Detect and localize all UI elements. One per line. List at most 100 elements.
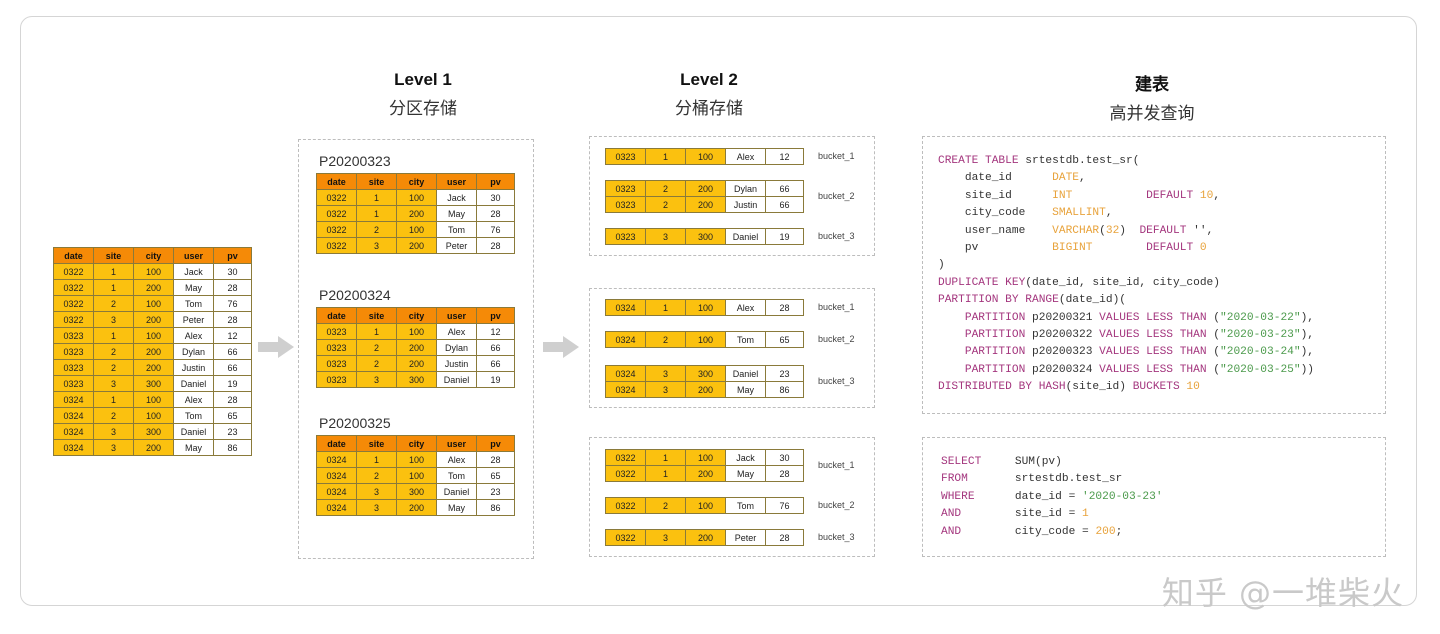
cell-pv: 28 bbox=[213, 391, 252, 408]
column-header-city: city bbox=[396, 307, 437, 324]
sql-text: p20200324 bbox=[1025, 363, 1100, 376]
cell-city: 200 bbox=[685, 180, 726, 197]
sql-keyword: VALUES LESS THAN bbox=[1099, 311, 1207, 324]
cell-city: 200 bbox=[685, 381, 726, 398]
cell-pv: 76 bbox=[213, 295, 252, 312]
level2-subtitle: 分桶存储 bbox=[675, 99, 743, 119]
cell-pv: 23 bbox=[476, 483, 515, 500]
right-arrow-icon bbox=[258, 336, 294, 358]
partition-label: P20200324 bbox=[319, 287, 391, 303]
cell-date: 0323 bbox=[316, 371, 357, 388]
cell-site: 2 bbox=[93, 359, 134, 376]
cell-site: 1 bbox=[93, 279, 134, 296]
cell-pv: 66 bbox=[476, 339, 515, 356]
cell-city: 200 bbox=[685, 465, 726, 482]
create-table-subtitle: 高并发查询 bbox=[1109, 104, 1195, 124]
cell-date: 0324 bbox=[605, 381, 646, 398]
cell-user: Tom bbox=[725, 497, 766, 514]
cell-pv: 19 bbox=[476, 371, 515, 388]
cell-date: 0324 bbox=[316, 451, 357, 468]
cell-city: 200 bbox=[685, 196, 726, 213]
column-header-site: site bbox=[93, 247, 134, 264]
sql-keyword: VALUES LESS THAN bbox=[1099, 346, 1207, 359]
cell-pv: 30 bbox=[213, 263, 252, 280]
sql-keyword: AND bbox=[941, 508, 962, 521]
code-line: date_id DATE, bbox=[938, 170, 1314, 187]
cell-date: 0324 bbox=[53, 423, 94, 440]
column-header-city: city bbox=[396, 173, 437, 190]
cell-user: Justin bbox=[725, 196, 766, 213]
code-line: PARTITION p20200321 VALUES LESS THAN ("2… bbox=[938, 310, 1314, 327]
bucket-label: bucket_1 bbox=[818, 150, 855, 161]
cell-pv: 66 bbox=[213, 343, 252, 360]
code-line: PARTITION p20200323 VALUES LESS THAN ("2… bbox=[938, 344, 1314, 361]
cell-city: 100 bbox=[396, 451, 437, 468]
cell-user: Peter bbox=[173, 311, 214, 328]
cell-pv: 86 bbox=[213, 439, 252, 456]
cell-date: 0322 bbox=[316, 205, 357, 222]
sql-keyword: PARTITION bbox=[964, 346, 1026, 359]
cell-city: 300 bbox=[133, 423, 174, 440]
cell-site: 3 bbox=[93, 423, 134, 440]
code-line: user_name VARCHAR(32) DEFAULT '', bbox=[938, 223, 1314, 240]
level1-subtitle: 分区存储 bbox=[389, 99, 457, 119]
level1-title: Level 1 bbox=[394, 70, 452, 89]
cell-city: 100 bbox=[685, 148, 726, 165]
sql-text: city_code bbox=[938, 207, 1053, 220]
cell-user: Tom bbox=[173, 295, 214, 312]
cell-date: 0322 bbox=[53, 311, 94, 328]
cell-pv: 86 bbox=[476, 499, 515, 516]
create-table-title: 建表 bbox=[1135, 75, 1169, 94]
cell-city: 100 bbox=[685, 331, 726, 348]
sql-text: , bbox=[1213, 189, 1221, 202]
cell-site: 1 bbox=[645, 449, 686, 466]
code-line: FROM srtestdb.test_sr bbox=[941, 471, 1163, 488]
cell-pv: 66 bbox=[476, 355, 515, 372]
cell-user: Jack bbox=[173, 263, 214, 280]
cell-site: 3 bbox=[356, 371, 397, 388]
cell-site: 2 bbox=[645, 497, 686, 514]
sql-keyword: BUCKETS bbox=[1132, 381, 1180, 394]
cell-city: 300 bbox=[396, 371, 437, 388]
cell-date: 0323 bbox=[53, 359, 94, 376]
sql-text: date_id bbox=[938, 172, 1053, 185]
cell-user: Alex bbox=[173, 391, 214, 408]
cell-user: May bbox=[436, 205, 477, 222]
cell-pv: 28 bbox=[213, 311, 252, 328]
sql-text: ( bbox=[1099, 224, 1106, 237]
cell-city: 200 bbox=[396, 355, 437, 372]
sql-text: ; bbox=[1115, 525, 1123, 538]
code-line: pv BIGINT DEFAULT 0 bbox=[938, 240, 1314, 257]
watermark: 知乎 @一堆柴火 bbox=[1161, 574, 1404, 612]
sql-text: date_id = bbox=[974, 490, 1082, 503]
cell-site: 1 bbox=[356, 205, 397, 222]
sql-type: INT bbox=[1052, 189, 1073, 202]
code-line: SELECT SUM(pv) bbox=[941, 454, 1163, 471]
cell-user: May bbox=[725, 381, 766, 398]
sql-text bbox=[938, 364, 965, 376]
cell-site: 1 bbox=[356, 189, 397, 206]
sql-text bbox=[938, 312, 965, 324]
cell-city: 200 bbox=[133, 343, 174, 360]
column-header-date: date bbox=[53, 247, 94, 264]
column-header-user: user bbox=[436, 435, 477, 452]
cell-site: 2 bbox=[93, 407, 134, 424]
cell-pv: 65 bbox=[476, 467, 515, 484]
cell-site: 2 bbox=[356, 467, 397, 484]
